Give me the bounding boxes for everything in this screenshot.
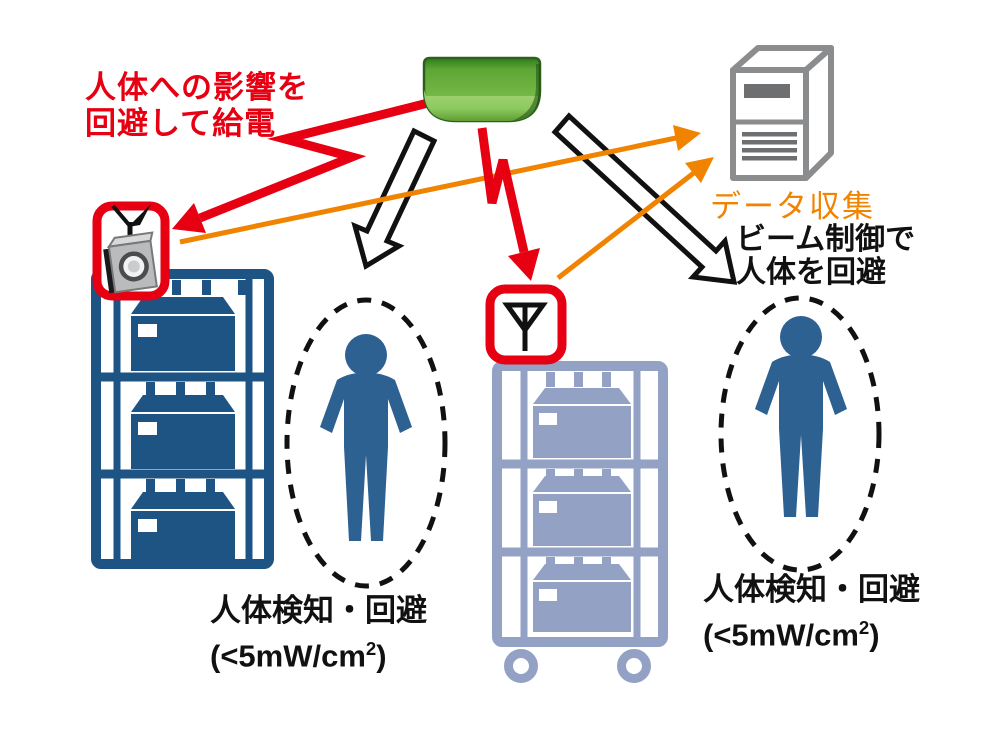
person-icon — [755, 316, 847, 517]
power-transmitter-icon — [422, 56, 542, 123]
caption-detection-left: 人体検知・回避 (<5mW/cm2) — [210, 592, 427, 675]
power-arrow-to-camera — [172, 98, 430, 233]
label-avoid-power: 人体への影響を 回避して給電 — [85, 70, 309, 142]
detection-ellipse — [284, 297, 448, 589]
caption-title: 人体検知・回避 — [210, 593, 427, 628]
roll-cart-right — [492, 361, 668, 683]
data-link-from-antenna — [556, 157, 714, 280]
superscript-2: 2 — [858, 617, 870, 638]
label-avoid-power-line1: 人体への影響を — [85, 70, 309, 105]
label-beam-control: ビーム制御で 人体を回避 — [736, 223, 915, 289]
cart-wheel-left — [504, 649, 538, 683]
antenna-icon — [502, 302, 548, 351]
server-details — [742, 84, 797, 161]
antenna-receiver-unit — [485, 284, 567, 365]
caption-detection-right: 人体検知・回避 (<5mW/cm2) — [703, 571, 920, 654]
camera-icon — [103, 231, 158, 294]
superscript-2: 2 — [365, 638, 377, 659]
label-beam-control-line2: 人体を回避 — [736, 256, 886, 289]
cart-wheel-right — [617, 649, 651, 683]
caption-value: (<5mW/cm2) — [703, 617, 880, 653]
power-arrow-to-antenna — [477, 127, 540, 281]
person-icon — [320, 334, 412, 541]
caption-value: (<5mW/cm2) — [210, 638, 387, 674]
person-zone-right — [718, 295, 882, 573]
server-icon — [730, 45, 834, 181]
cart-box-labels — [539, 413, 557, 601]
storage-shelf-left — [91, 269, 274, 569]
detection-ellipse — [718, 295, 882, 573]
label-avoid-power-line2: 回避して給電 — [85, 106, 277, 141]
box-labels — [138, 324, 157, 532]
data-link-from-camera — [179, 125, 701, 245]
camera-receiver-unit — [92, 201, 170, 301]
caption-title: 人体検知・回避 — [703, 572, 920, 607]
shelf-hooks — [146, 280, 247, 494]
label-beam-control-line1: ビーム制御で — [736, 223, 916, 256]
beam-arrow-right — [551, 112, 738, 285]
label-data-collection: データ収集 — [710, 189, 875, 224]
person-zone-middle — [284, 297, 448, 589]
